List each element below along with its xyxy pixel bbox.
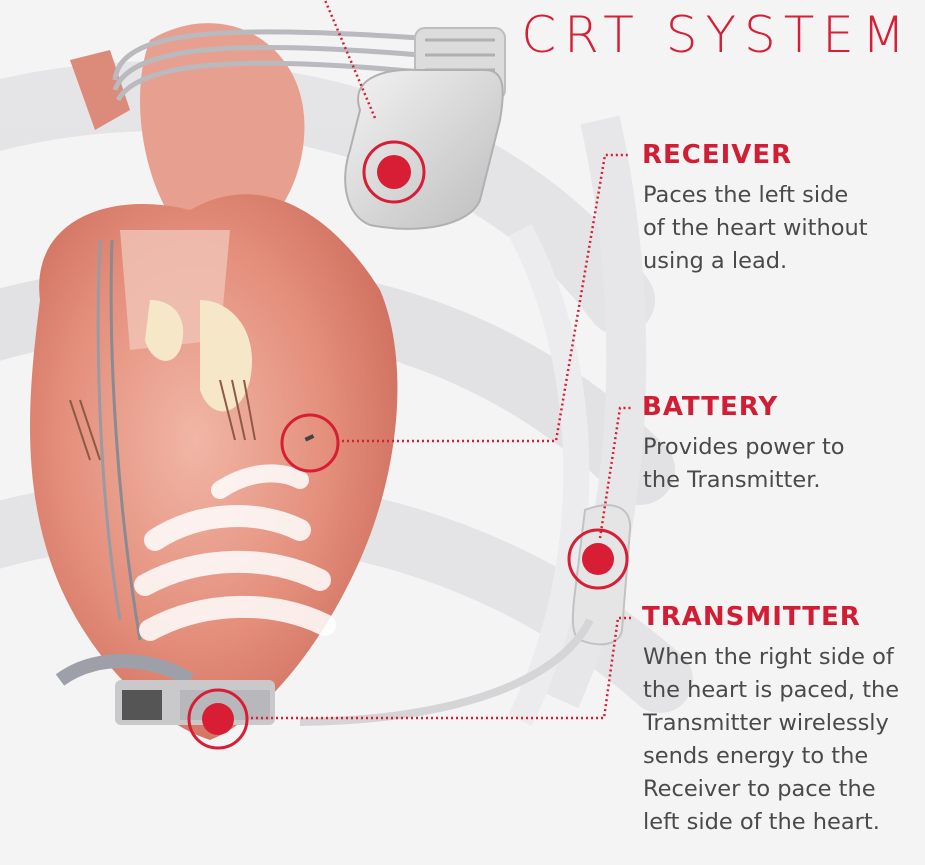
transmitter-description: When the right side of the heart is pace… [643, 641, 899, 839]
receiver-heading: RECEIVER [642, 140, 792, 170]
battery-line: Provides power to [643, 431, 845, 464]
page-title: CRT SYSTEM [521, 6, 913, 64]
transmitter-line: Receiver to pace the [643, 773, 899, 806]
battery-heading: BATTERY [642, 392, 778, 422]
transmitter-line: left side of the heart. [643, 806, 899, 839]
battery-device [345, 28, 505, 229]
battery-description: Provides power to the Transmitter. [643, 431, 845, 497]
transmitter-line: the heart is paced, the [643, 674, 899, 707]
transmitter-line: When the right side of [643, 641, 899, 674]
transmitter-line: Transmitter wirelessly [643, 707, 899, 740]
battery-line: the Transmitter. [643, 464, 845, 497]
transmitter-heading: TRANSMITTER [642, 602, 861, 632]
receiver-line: Paces the left side [643, 179, 868, 212]
transmitter-line: sends energy to the [643, 740, 899, 773]
receiver-line: using a lead. [643, 245, 868, 278]
receiver-description: Paces the left side of the heart without… [643, 179, 868, 278]
receiver-line: of the heart without [643, 212, 868, 245]
